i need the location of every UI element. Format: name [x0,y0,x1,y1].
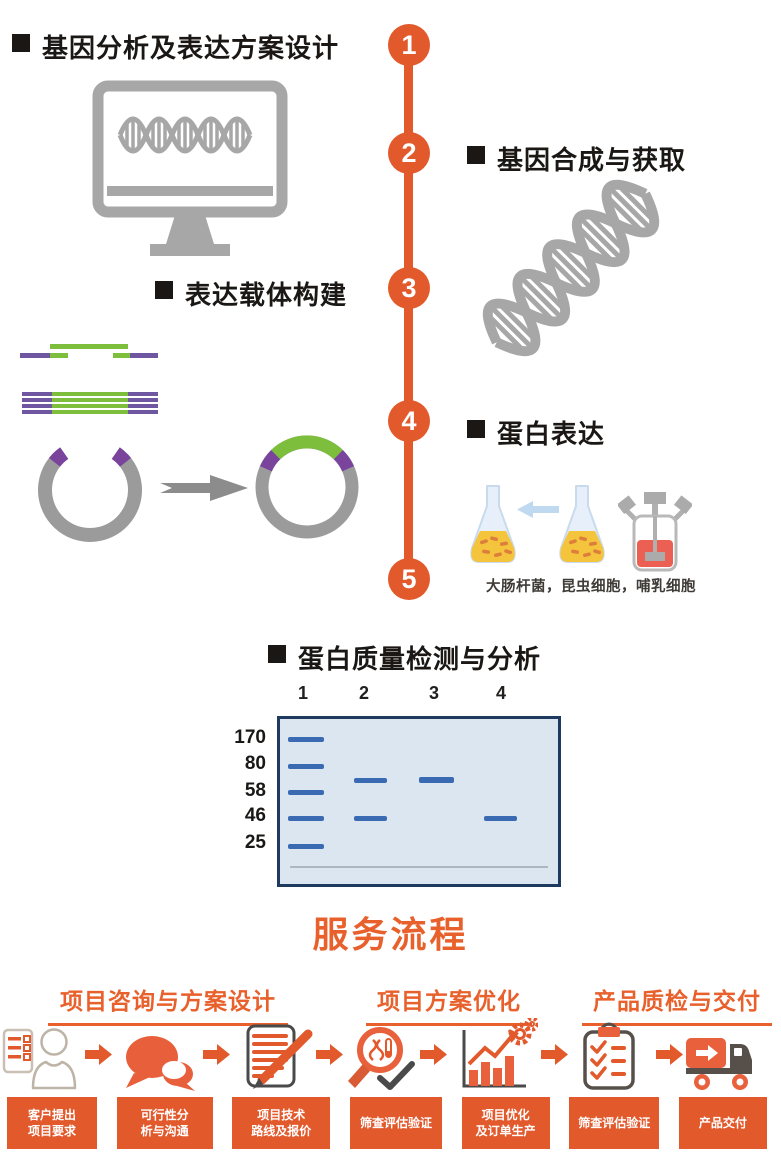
service-step-box: 项目技术 路线及报价 [232,1097,331,1149]
expression-hosts-caption: 大肠杆菌，昆虫细胞，哺乳细胞 [486,579,696,595]
arrow-right-icon [316,1044,343,1065]
gel-band-lane1 [288,844,324,849]
bullet-square-icon [12,34,30,52]
culture-flask-icon [470,485,516,563]
gel-marker-label: 46 [244,805,266,826]
step5-heading: 蛋白质量检测与分析 [268,639,541,676]
gel-band-lane3 [419,777,454,783]
step2-heading: 基因合成与获取 [467,140,686,177]
step2-heading-label: 基因合成与获取 [497,145,687,175]
arrow-left-icon [517,501,559,518]
magnifier-check-icon [348,1027,415,1090]
arrow-right-icon [420,1044,447,1065]
gel-band-lane1 [288,790,324,795]
service-step-box: 产品交付 [678,1097,767,1149]
gel-band-lane1 [288,737,324,742]
timeline-step-3-badge: 3 [388,267,430,309]
arrow-right-icon [203,1044,230,1065]
customer-request-icon [2,1028,77,1090]
phase1-heading: 项目咨询与方案设计 [48,982,288,1026]
arrow-right-icon [656,1044,683,1065]
service-step-boxes: 客户提出 项目要求 可行性分 析与沟通 项目技术 路线及报价 筛查评估验证 项目… [7,1097,767,1149]
gel-lane-label: 1 [297,683,308,703]
chart-gears-icon [462,1018,538,1088]
document-pen-icon [246,1024,313,1089]
dna-fragment-bar [113,353,130,358]
culture-flask-icon [559,485,605,563]
gel-image [277,716,561,887]
timeline-step-5-badge: 5 [388,558,430,600]
timeline-step-3-number: 3 [401,272,417,303]
assembled-fragment-bar [22,410,158,414]
gel-lane-label: 3 [428,683,439,703]
gel-band-lane2 [354,816,387,821]
gel-lane-label: 2 [358,683,369,703]
open-plasmid-icon [38,447,142,542]
timeline-line [404,45,413,580]
gel-marker-label: 170 [234,727,266,748]
dna-fragment-bar [50,344,128,349]
assembled-fragment-bar [22,398,158,402]
assembled-fragment-bar [22,392,158,396]
bullet-square-icon [467,420,485,438]
timeline-step-5-number: 5 [401,563,417,594]
gel-marker-label: 80 [244,753,266,774]
arrow-right-icon [541,1044,568,1065]
bioreactor-icon [618,492,692,572]
step1-heading: 基因分析及表达方案设计 [12,28,339,65]
step4-heading: 蛋白表达 [467,414,605,451]
arrow-right-icon [160,475,248,501]
bullet-square-icon [467,146,485,164]
step1-heading-label: 基因分析及表达方案设计 [42,33,340,63]
gel-lane-label: 4 [495,683,506,703]
service-step-box: 筛查评估验证 [569,1097,660,1149]
dna-fragment-bar [130,353,158,358]
timeline-step-1-number: 1 [401,29,417,60]
bullet-square-icon [268,645,286,663]
service-step-box: 可行性分 析与沟通 [116,1097,213,1149]
computer-monitor-dna-icon [92,80,288,256]
bullet-square-icon [155,281,173,299]
step4-heading-label: 蛋白表达 [497,419,606,449]
gel-band-lane2 [354,778,387,783]
assembled-fragment-bar [22,404,158,408]
service-flow-title: 服务流程 [312,914,469,955]
phase3-heading: 产品质检与交付 [582,982,772,1026]
gel-marker-label: 58 [244,780,266,801]
step3-heading: 表达载体构建 [155,275,347,312]
timeline-step-2-number: 2 [401,137,417,168]
delivery-truck-icon [686,1038,752,1090]
closed-plasmid-icon [255,435,359,539]
gel-marker-label: 25 [244,832,266,853]
timeline-step-1-badge: 1 [388,24,430,66]
timeline-step-4-number: 4 [401,405,417,436]
phase2-heading: 项目方案优化 [366,982,532,1026]
dna-fragment-bar [20,353,50,358]
dna-fragment-bar [50,353,68,358]
timeline-step-4-badge: 4 [388,400,430,442]
service-step-box: 项目优化 及订单生产 [461,1097,550,1149]
gel-band-lane1 [288,764,324,769]
gel-band-lane4 [484,816,517,821]
step5-heading-label: 蛋白质量检测与分析 [298,644,542,674]
checklist-clipboard-icon [583,1022,635,1090]
timeline-step-2-badge: 2 [388,132,430,174]
arrow-right-icon [85,1044,112,1065]
service-step-box: 客户提出 项目要求 [7,1097,97,1149]
gel-band-lane1 [288,816,324,821]
communication-bubbles-icon [126,1036,195,1091]
service-step-box: 筛查评估验证 [349,1097,442,1149]
step3-heading-label: 表达载体构建 [185,280,348,310]
dna-helix-icon [482,179,660,357]
gel-dye-front-line [290,866,548,868]
